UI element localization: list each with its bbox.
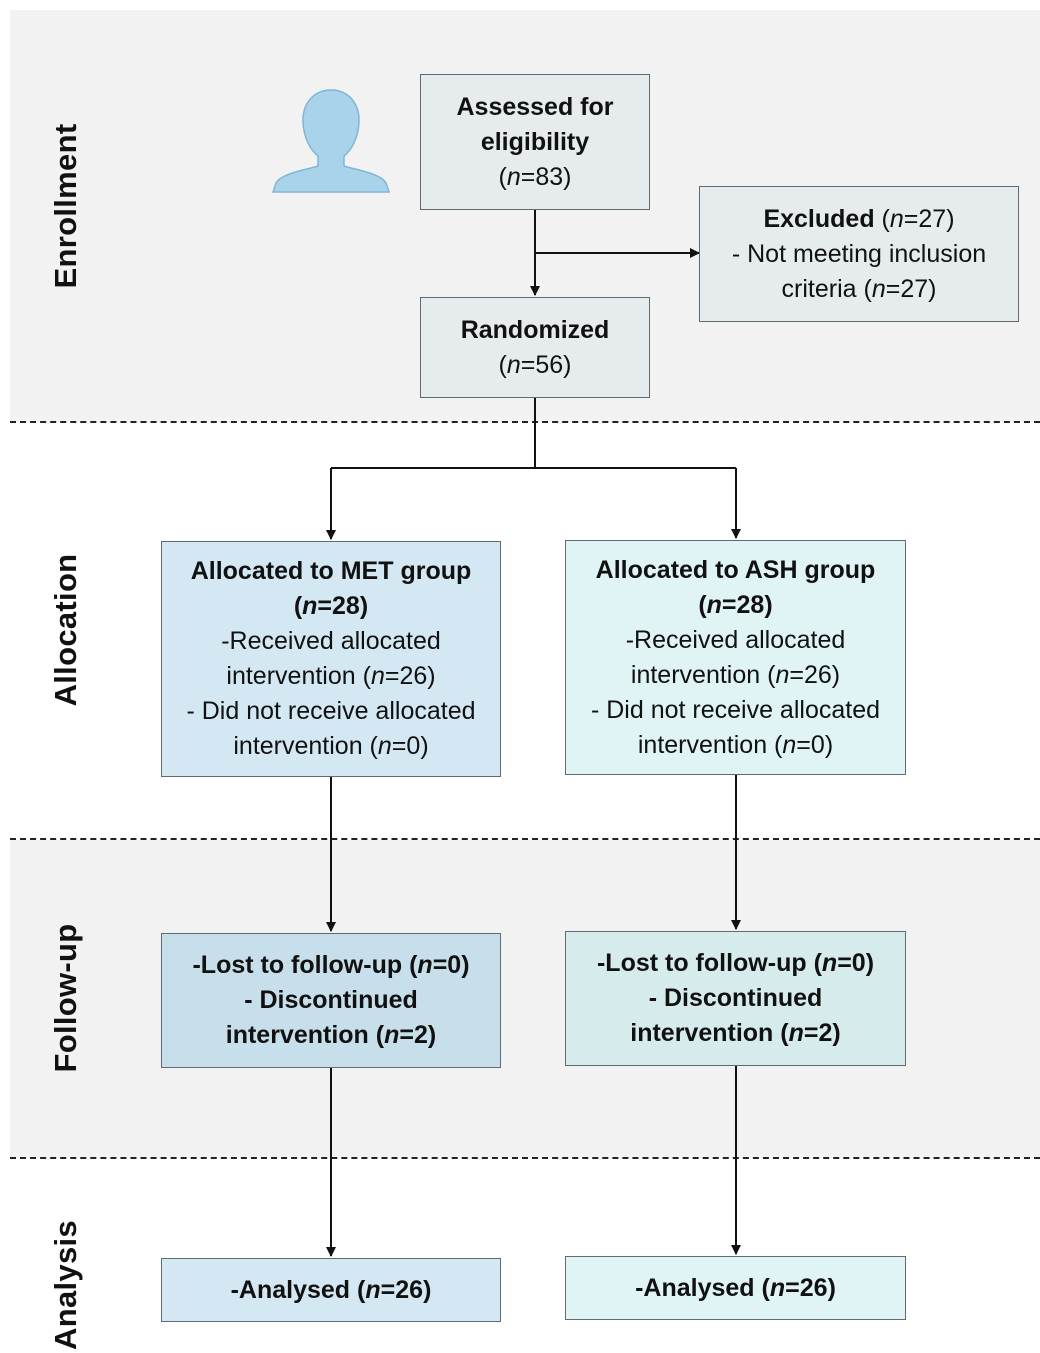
met-received-line2: intervention (n=26) — [226, 662, 436, 690]
ash-follow-up-box: -Lost to follow-up (n=0) - Discontinued … — [565, 931, 906, 1066]
ash-not-received-line1: - Did not receive allocated — [590, 695, 881, 724]
ash-allocation-count: (n=28) — [698, 590, 773, 619]
excluded-reason-line2: criteria (n=27) — [781, 274, 937, 303]
met-not-received-line2: intervention (n=0) — [233, 732, 429, 760]
separator-enrollment-allocation — [10, 421, 1040, 423]
ash-discontinued-line1: - Discontinued — [648, 984, 823, 1012]
met-not-received-line1: - Did not receive allocated — [186, 697, 476, 725]
excluded-box: Excluded (n=27) - Not meeting inclusion … — [699, 186, 1019, 322]
ash-allocation-title: Allocated to ASH group — [595, 555, 876, 584]
separator-allocation-follow-up — [10, 838, 1040, 840]
met-analysed: -Analysed (n=26) — [230, 1275, 432, 1304]
met-allocation-box: Allocated to MET group (n=28) -Received … — [161, 541, 501, 777]
separator-follow-up-analysis — [10, 1157, 1040, 1159]
randomized-title: Randomized — [460, 315, 610, 344]
met-discontinued-line2: intervention (n=2) — [225, 1021, 437, 1049]
assessed-title-line1: Assessed for — [456, 92, 614, 121]
ash-received-line1: -Received allocated — [625, 625, 846, 654]
ash-lost-to-follow-up: -Lost to follow-up (n=0) — [596, 949, 875, 977]
met-analysis-box: -Analysed (n=26) — [161, 1258, 501, 1322]
ash-received-line2: intervention (n=26) — [630, 660, 841, 689]
ash-allocation-box: Allocated to ASH group (n=28) -Received … — [565, 540, 906, 775]
ash-analysed: -Analysed (n=26) — [635, 1273, 836, 1302]
met-allocation-count: (n=28) — [293, 592, 369, 620]
met-received-line1: -Received allocated — [221, 627, 441, 655]
met-follow-up-box: -Lost to follow-up (n=0) - Discontinued … — [161, 933, 501, 1068]
excluded-title: Excluded (n=27) — [763, 204, 955, 233]
randomized-box: Randomized (n=56) — [420, 297, 650, 398]
met-lost-to-follow-up: -Lost to follow-up (n=0) — [192, 951, 470, 979]
excluded-reason-line1: - Not meeting inclusion — [731, 239, 987, 268]
assessed-count: (n=83) — [498, 162, 572, 191]
ash-analysis-box: -Analysed (n=26) — [565, 1256, 906, 1320]
assessed-title-line2: eligibility — [480, 127, 590, 156]
ash-discontinued-line2: intervention (n=2) — [630, 1019, 841, 1047]
randomized-count: (n=56) — [498, 350, 572, 379]
assessed-box: Assessed for eligibility (n=83) — [420, 74, 650, 210]
person-silhouette-icon — [271, 89, 391, 193]
met-discontinued-line1: - Discontinued — [244, 986, 418, 1014]
met-allocation-title: Allocated to MET group — [190, 557, 472, 585]
ash-not-received-line2: intervention (n=0) — [637, 730, 834, 759]
